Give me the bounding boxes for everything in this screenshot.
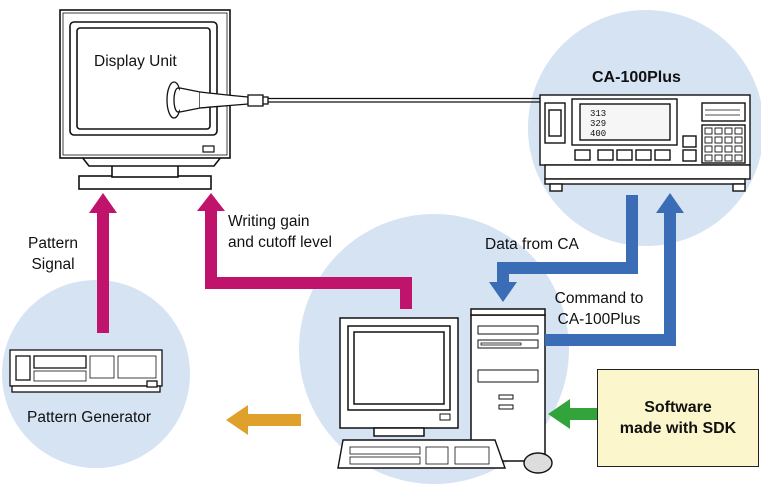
measurement-probe: [166, 81, 269, 119]
ca-readout-line-2: 329: [590, 119, 606, 129]
software-sdk-box: Software made with SDK: [597, 369, 759, 467]
pattern-signal-line-2: Signal: [31, 256, 75, 273]
pattern-signal-label: Pattern Signal: [16, 233, 90, 275]
software-line-2: made with SDK: [619, 420, 737, 437]
mouse: [523, 452, 553, 474]
ca-readout-line-3: 400: [590, 129, 606, 139]
pattern-signal-line-1: Pattern: [28, 235, 78, 252]
probe-cable: [268, 97, 540, 103]
command-line-1: Command to: [554, 290, 644, 307]
writing-gain-line-2: and cutoff level: [228, 234, 332, 251]
pattern-generator-device: [9, 349, 163, 393]
pc-tower: [470, 308, 546, 462]
writing-gain-label: Writing gain and cutoff level: [228, 211, 332, 253]
software-line-1: Software: [644, 399, 712, 416]
command-to-ca-label: Command to CA-100Plus: [537, 288, 661, 330]
ca-100plus-title: CA-100Plus: [592, 69, 681, 86]
command-to-ca-arrow: [545, 193, 684, 346]
writing-gain-arrow: [197, 193, 412, 309]
pattern-signal-arrow: [89, 193, 117, 333]
pattern-generator-label: Pattern Generator: [27, 409, 152, 426]
software-to-pc-arrow: [548, 399, 597, 429]
keyboard: [337, 439, 506, 469]
writing-gain-line-1: Writing gain: [228, 213, 310, 230]
display-unit-label: Display Unit: [94, 53, 177, 70]
ca-readout-line-1: 313: [590, 109, 606, 119]
data-from-ca-label: Data from CA: [485, 236, 579, 253]
pc-monitor: [339, 317, 459, 437]
ca-100plus-device: [539, 94, 751, 192]
pc-to-generator-arrow: [226, 405, 301, 435]
display-unit-monitor: [59, 9, 231, 190]
command-line-2: CA-100Plus: [557, 311, 641, 328]
data-from-ca-arrow: [489, 195, 638, 302]
